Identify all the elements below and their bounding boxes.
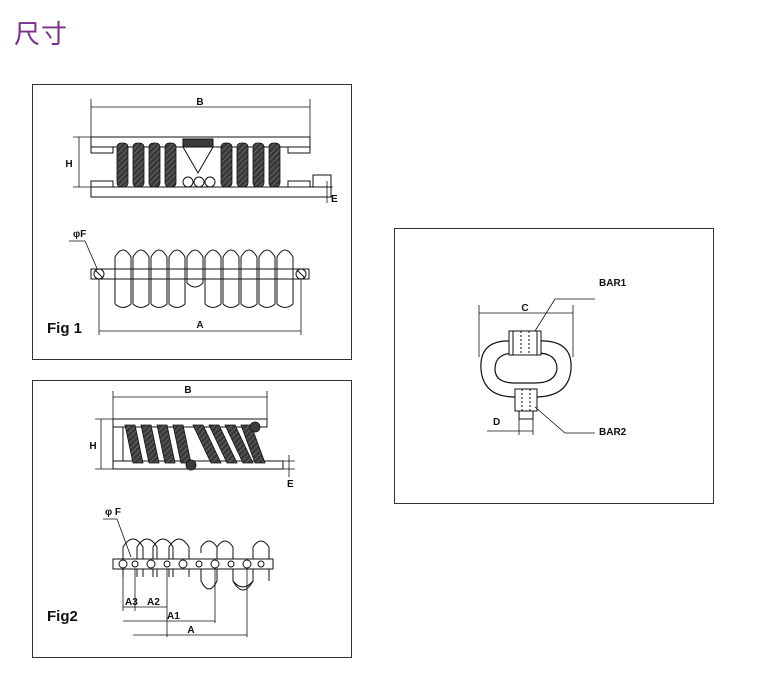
fig1-panel: B [32,84,352,360]
fig1-dim-b [90,99,311,137]
fig2-top-view-bar [112,558,274,570]
fig1-top-view-bar [90,268,310,280]
loop-dim-c-label: C [521,303,528,314]
fig1-coils [116,142,281,188]
fig2-panel: B H [32,380,352,658]
fig2-dim-a-label: A [187,625,194,636]
fig2-dim-e [267,455,295,477]
fig2-dim-h [95,418,113,470]
loop-bar1-clamp [508,330,542,356]
loop-bar2-clamp [514,388,538,420]
loop-dim-d [487,419,534,435]
fig2-dim-b-label: B [184,385,191,396]
fig2-dim-a3-label: A3 [125,597,138,608]
fig1-top-view-loops [114,249,294,308]
loop-drawing: C BAR1 BAR2 [478,278,627,438]
loop-bar1-label: BAR1 [599,278,627,289]
fig1-dim-a [98,279,302,335]
fig2-dim-a-lines [122,569,248,637]
fig2-dim-e-label: E [287,479,294,490]
fig2-dim-f-label: φ F [105,507,121,518]
loop-dim-d-label: D [493,417,500,428]
fig1-dim-b-label: B [196,97,203,108]
fig2-drawing: B H [47,385,295,637]
loop-panel: C BAR1 BAR2 [394,228,714,504]
fig1-dim-f-label: φF [73,229,86,240]
loop-bar2-leader [534,406,595,434]
fig2-plates [112,418,284,470]
page-title: 尺寸 [14,20,69,50]
fig1-dim-e-label: E [331,194,338,205]
fig2-dim-h-label: H [89,441,96,452]
fig1-dim-e [313,181,333,203]
fig2-label: Fig2 [47,608,78,625]
loop-dim-c [478,305,574,357]
fig2-coils [124,424,266,464]
fig1-center-bracket [182,146,216,188]
fig1-dim-a-label: A [196,320,203,331]
fig1-label: Fig 1 [47,320,82,337]
fig2-dim-a1-label: A1 [167,611,180,622]
fig2-dim-a2-label: A2 [147,597,160,608]
fig1-drawing: B [47,97,338,337]
loop-bar2-label: BAR2 [599,427,627,438]
fig1-dim-h [73,136,91,188]
fig1-dim-h-label: H [65,159,72,170]
fig2-top-view-loops [122,538,270,591]
fig2-dim-b [112,391,268,419]
loop-bar1-leader [534,298,595,332]
